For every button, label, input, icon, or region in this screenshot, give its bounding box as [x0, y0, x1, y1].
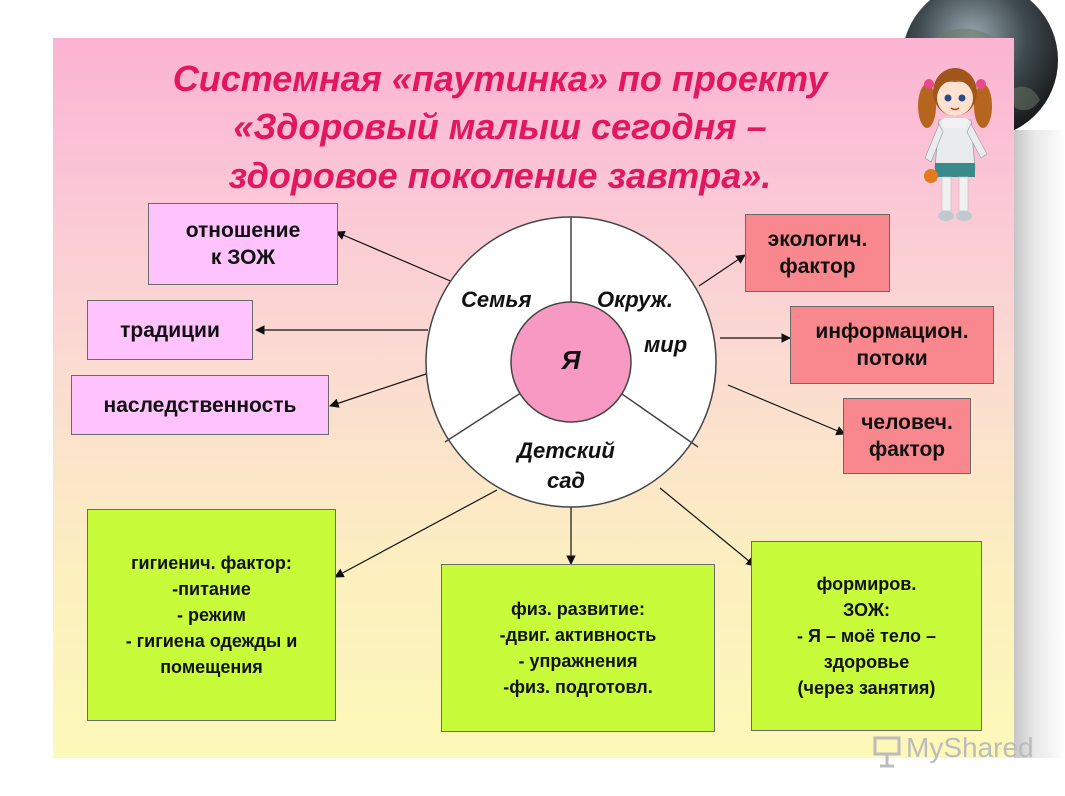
center-circle: [510, 301, 632, 423]
arrow-to-hygiene: [334, 489, 498, 578]
segment-kindergarten-line2: сад: [546, 468, 586, 493]
watermark: MyShared: [870, 730, 1040, 770]
title-line-2: «Здоровый малыш сегодня –: [233, 106, 767, 147]
box-line: помещения: [160, 657, 263, 677]
box-line: - гигиена одежды и: [125, 631, 298, 651]
slide-edge-shadow: [1014, 130, 1065, 758]
box-ecological-factor: экологич. фактор: [745, 214, 890, 292]
box-line: - режим: [177, 605, 246, 625]
box-line: экологич.: [767, 228, 868, 251]
box-line: -двиг. активность: [499, 625, 657, 645]
arrow-to-heredity: [329, 371, 433, 408]
arrow-to-human: [727, 384, 846, 436]
box-heredity: наследственность: [71, 375, 329, 435]
segment-family: Семья: [461, 287, 532, 312]
box-line: - Я – моё тело –: [796, 626, 937, 646]
box-line: потоки: [856, 347, 928, 370]
box-information-flows: информацион. потоки: [790, 306, 994, 384]
box-line: человеч.: [861, 411, 953, 434]
girl-illustration: [918, 68, 992, 221]
box-line: информацион.: [815, 320, 969, 343]
arrow-to-attitude: [335, 230, 456, 284]
projector-icon: [873, 736, 901, 768]
box-line: отношение: [185, 219, 301, 242]
box-line: фактор: [868, 438, 946, 461]
box-hygiene-factor: гигиенич. фактор: -питание - режим - гиг…: [87, 509, 336, 721]
segment-environment-line1: Окруж.: [597, 287, 673, 312]
segment-kindergarten-line1: Детский: [517, 438, 615, 463]
box-physical-development: физ. развитие: -двиг. активность - упраж…: [441, 564, 715, 732]
box-line: здоровье: [823, 652, 910, 672]
title-line-1: Системная «паутинка» по проекту: [172, 58, 828, 99]
arrow-to-healthy: [659, 487, 756, 567]
box-line: традиции: [120, 318, 220, 342]
box-human-factor: человеч. фактор: [843, 398, 971, 474]
box-line: ЗОЖ:: [842, 600, 891, 620]
center-label: Я: [561, 345, 581, 375]
box-line: -физ. подготовл.: [503, 677, 653, 697]
watermark-text: MyShared: [906, 732, 1034, 763]
title-line-3: здоровое поколение завтра».: [228, 155, 772, 196]
box-line: (через занятия): [797, 678, 936, 698]
divider-right: [611, 386, 699, 448]
box-line: наследственность: [103, 393, 297, 417]
box-line: фактор: [779, 255, 856, 278]
box-line: - упражнения: [518, 651, 638, 671]
arrow-to-ecology: [698, 254, 746, 287]
box-line: формиров.: [816, 574, 917, 594]
segment-environment-line2: мир: [644, 332, 688, 357]
box-traditions: традиции: [87, 300, 253, 360]
box-line: гигиенич. фактор:: [131, 553, 292, 573]
box-line: к ЗОЖ: [210, 246, 276, 269]
divider-left: [444, 386, 531, 443]
box-line: -питание: [172, 579, 251, 599]
box-line: физ. развитие:: [511, 599, 645, 619]
box-healthy-lifestyle-formation: формиров. ЗОЖ: - Я – моё тело – здоровье…: [751, 541, 982, 731]
box-attitude-to-healthy-lifestyle: отношение к ЗОЖ: [148, 203, 338, 285]
